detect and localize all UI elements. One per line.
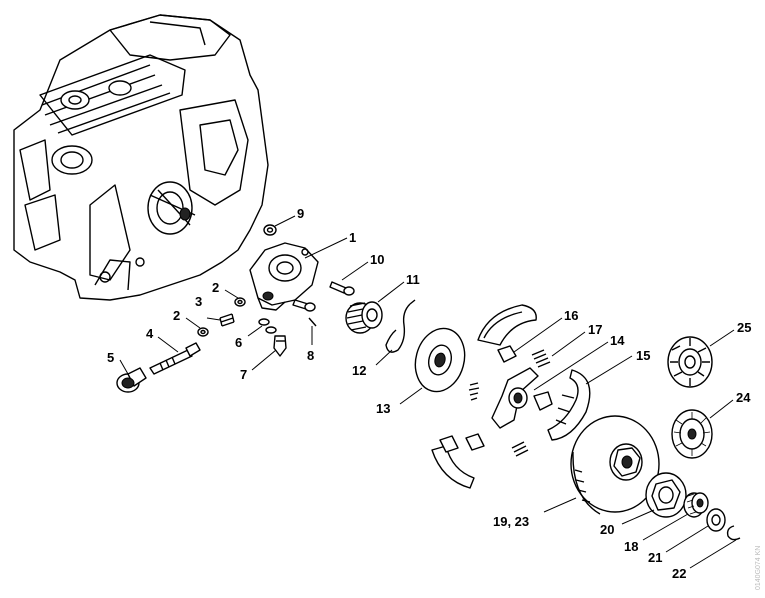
callout-5: 5: [107, 350, 114, 365]
part-clutch-shoe-bottom: [431, 433, 485, 489]
callout-13: 13: [376, 401, 390, 416]
callout-20: 20: [600, 522, 614, 537]
engine-housing: [13, 14, 269, 301]
part-11-worm: [345, 301, 383, 334]
callout-1: 1: [349, 230, 356, 245]
callout-labels: 1 2 2 3 4 5 6 7 8 9 10 11 12 13 14 15 16…: [107, 206, 751, 581]
part-21-washer: [706, 508, 726, 532]
drawing-number: 0140G074 KN: [755, 546, 762, 590]
part-17-spring: [531, 349, 551, 368]
callout-15: 15: [636, 348, 650, 363]
part-13-cover-disc: [414, 327, 466, 393]
part-screw-b: [292, 299, 316, 312]
part-15-clutch-shoe: [547, 369, 591, 441]
part-7-nozzle: [273, 335, 287, 357]
callout-10: 10: [370, 252, 384, 267]
callout-25: 25: [737, 320, 751, 335]
callout-2: 2: [212, 280, 219, 295]
part-24-spur-sprocket: [671, 409, 713, 459]
callout-7: 7: [240, 367, 247, 382]
part-2-washer-b: [197, 327, 209, 337]
callout-14: 14: [610, 333, 625, 348]
leader-lines: [119, 215, 737, 569]
callout-4: 4: [146, 326, 154, 341]
part-9-nut: [263, 224, 277, 236]
part-spring-b: [511, 441, 529, 457]
callout-21: 21: [648, 550, 662, 565]
part-22-eclip: [726, 525, 741, 541]
part-14-clutch-carrier: [491, 367, 553, 429]
part-10-screw: [329, 281, 355, 296]
callout-3: 3: [195, 294, 202, 309]
callout-24: 24: [736, 390, 751, 405]
callout-11: 11: [406, 272, 420, 287]
callout-2: 2: [173, 308, 180, 323]
part-2-washer-a: [234, 297, 246, 307]
part-20-sprocket: [645, 472, 687, 518]
callout-17: 17: [588, 322, 602, 337]
part-clutch-shoe-top: [477, 304, 537, 346]
part-25-rim-sprocket: [667, 336, 713, 388]
callout-6: 6: [235, 335, 242, 350]
part-6-orings: [258, 318, 277, 334]
part-18-needle-bearing: [683, 492, 709, 518]
callout-16: 16: [564, 308, 578, 323]
part-3-spring: [219, 313, 235, 327]
callout-22: 22: [672, 566, 686, 581]
part-spring-a: [468, 382, 480, 401]
part-16-slider: [497, 345, 517, 363]
part-8-pin: [308, 317, 317, 327]
part-12-spring-clip: [385, 299, 416, 353]
part-19-clutch-drum: [570, 415, 660, 515]
callout-18: 18: [624, 539, 638, 554]
callout-9: 9: [297, 206, 304, 221]
part-4-shaft: [149, 342, 201, 375]
part-1-oil-pump: [249, 242, 319, 311]
callout-8: 8: [307, 348, 314, 363]
part-5-knob: [116, 367, 147, 393]
callout-12: 12: [352, 363, 366, 378]
callout-19-23: 19, 23: [493, 514, 529, 529]
